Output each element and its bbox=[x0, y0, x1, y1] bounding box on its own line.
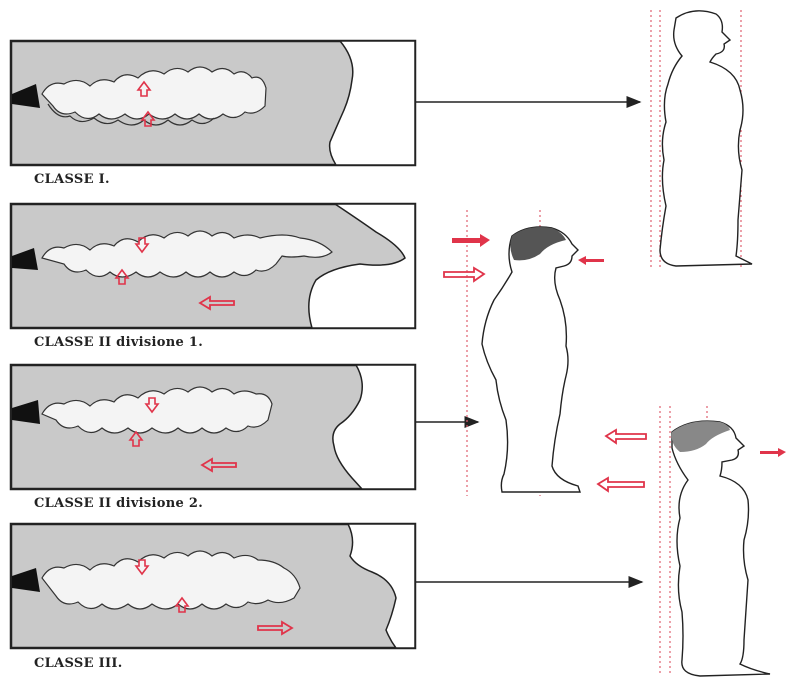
panel-classe-2-div-1 bbox=[11, 204, 415, 328]
red-arrow-left bbox=[606, 430, 646, 443]
caption-classe-2-div-1: CLASSE II divisione 1. bbox=[34, 335, 203, 350]
red-arrow-right bbox=[452, 234, 490, 247]
caption-classe-3: CLASSE III. bbox=[34, 656, 123, 671]
caption-classe-1: CLASSE I. bbox=[34, 172, 110, 187]
posture-figure-class-1 bbox=[651, 10, 752, 270]
posture-figure-class-2-div-1 bbox=[444, 210, 604, 496]
panel-classe-3 bbox=[11, 524, 642, 648]
red-arrow-left bbox=[598, 478, 644, 491]
panel-classe-1 bbox=[11, 41, 640, 165]
red-arrow-right bbox=[760, 448, 786, 457]
panel-classe-2-div-2 bbox=[11, 365, 478, 489]
red-arrow-left bbox=[578, 256, 604, 265]
caption-classe-2-div-2: CLASSE II divisione 2. bbox=[34, 496, 203, 511]
posture-figure-class-3 bbox=[598, 406, 786, 676]
red-arrow-right bbox=[444, 268, 484, 281]
